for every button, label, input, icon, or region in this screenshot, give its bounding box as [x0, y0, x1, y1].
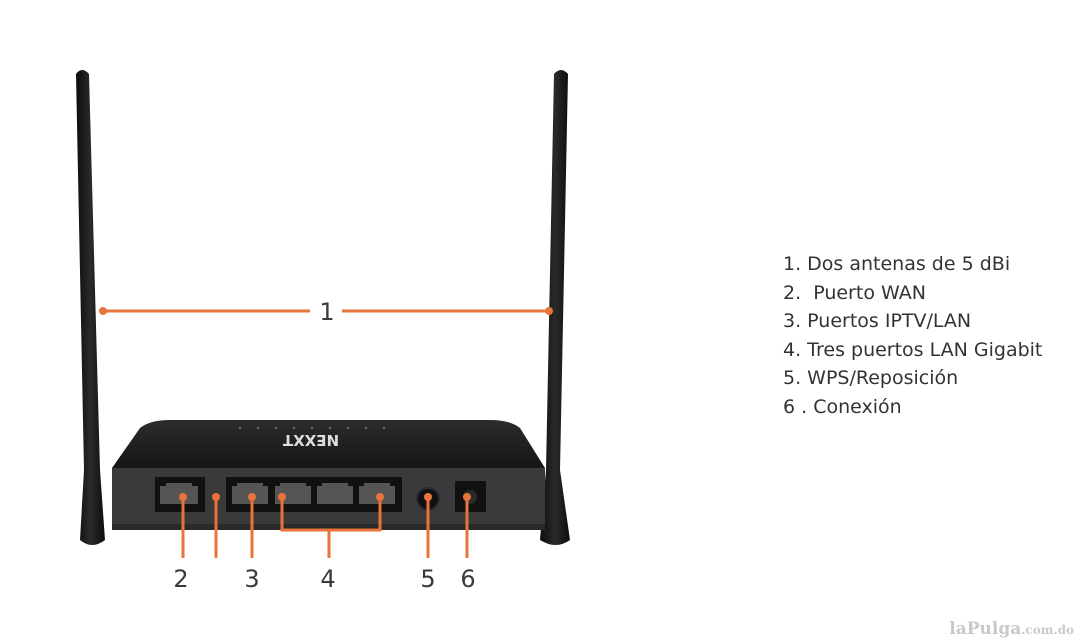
callout-dots — [99, 307, 553, 501]
left-antenna — [76, 70, 105, 545]
right-antenna — [540, 70, 570, 545]
callout-6: 6 — [460, 565, 475, 593]
watermark-suffix: .com.do — [1021, 623, 1074, 637]
legend-item: 3. Puertos IPTV/LAN — [783, 310, 972, 332]
legend-item: 6 . Conexión — [783, 395, 902, 418]
legend-item: 4. Tres puertos LAN Gigabit — [783, 338, 1043, 361]
callout-4: 4 — [320, 565, 335, 593]
feature-legend: 1. Dos antenas de 5 dBi 2. Puerto WAN 3.… — [783, 250, 1042, 421]
callout-1: 1 — [319, 298, 334, 326]
callout-3: 3 — [244, 565, 259, 593]
callout-2: 2 — [173, 565, 188, 593]
callout-5: 5 — [420, 565, 435, 593]
legend-item: 5. WPS/Reposición — [783, 367, 959, 389]
watermark-main: laPulga — [949, 619, 1022, 639]
watermark: laPulga.com.do — [949, 619, 1074, 639]
callout-lines — [103, 309, 549, 558]
legend-item: 2. Puerto WAN — [783, 281, 926, 304]
router-top — [112, 420, 545, 468]
status-leds — [238, 426, 386, 430]
brand-logo: NEXXT — [282, 431, 339, 449]
legend-item: 1. Dos antenas de 5 dBi — [783, 253, 1011, 275]
